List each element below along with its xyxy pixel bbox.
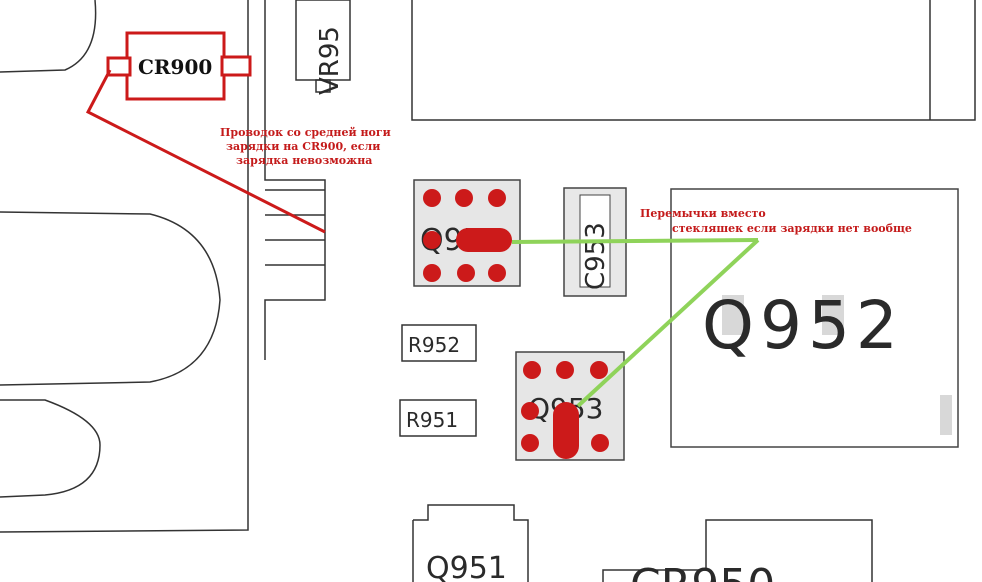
q952-component: Q952 [670,188,959,448]
r952-label: R952 [408,333,460,357]
top-right-outline [411,0,976,121]
cr900-component: CR900 [106,31,252,101]
green-note-line-2: стекляшек если зарядки нет вообще [672,222,912,235]
r951-component: R951 [399,399,477,437]
cr950-component: CR950 [602,519,873,582]
red-wire [85,69,326,234]
q952-label: Q952 [702,287,904,364]
green-note: Перемычки вместо стекляшек если зарядки … [640,207,912,235]
red-note-line-1: Проводок со средней ноги [220,126,391,139]
left-board-outlines [0,0,326,533]
red-note: Проводок со средней ноги зарядки на CR90… [220,126,391,167]
green-jumpers [511,238,760,408]
r951-label: R951 [406,408,458,432]
red-note-line-2: зарядки на CR900, если [226,140,380,153]
r952-component: R952 [401,324,477,362]
vr95-label: VR95 [315,26,345,95]
q953-component: Q953 [515,351,625,461]
vr95-component: VR95 [295,0,351,95]
cr900-label: CR900 [138,55,212,79]
q954-component: Q954 [413,179,521,287]
green-note-line-1: Перемычки вместо [640,207,766,220]
q951-label: Q951 [426,551,507,582]
c953-label: C953 [581,222,611,290]
q951-component: Q951 [412,504,529,582]
cr950-label: CR950 [630,560,775,582]
red-note-line-3: зарядка невозможна [236,154,372,167]
